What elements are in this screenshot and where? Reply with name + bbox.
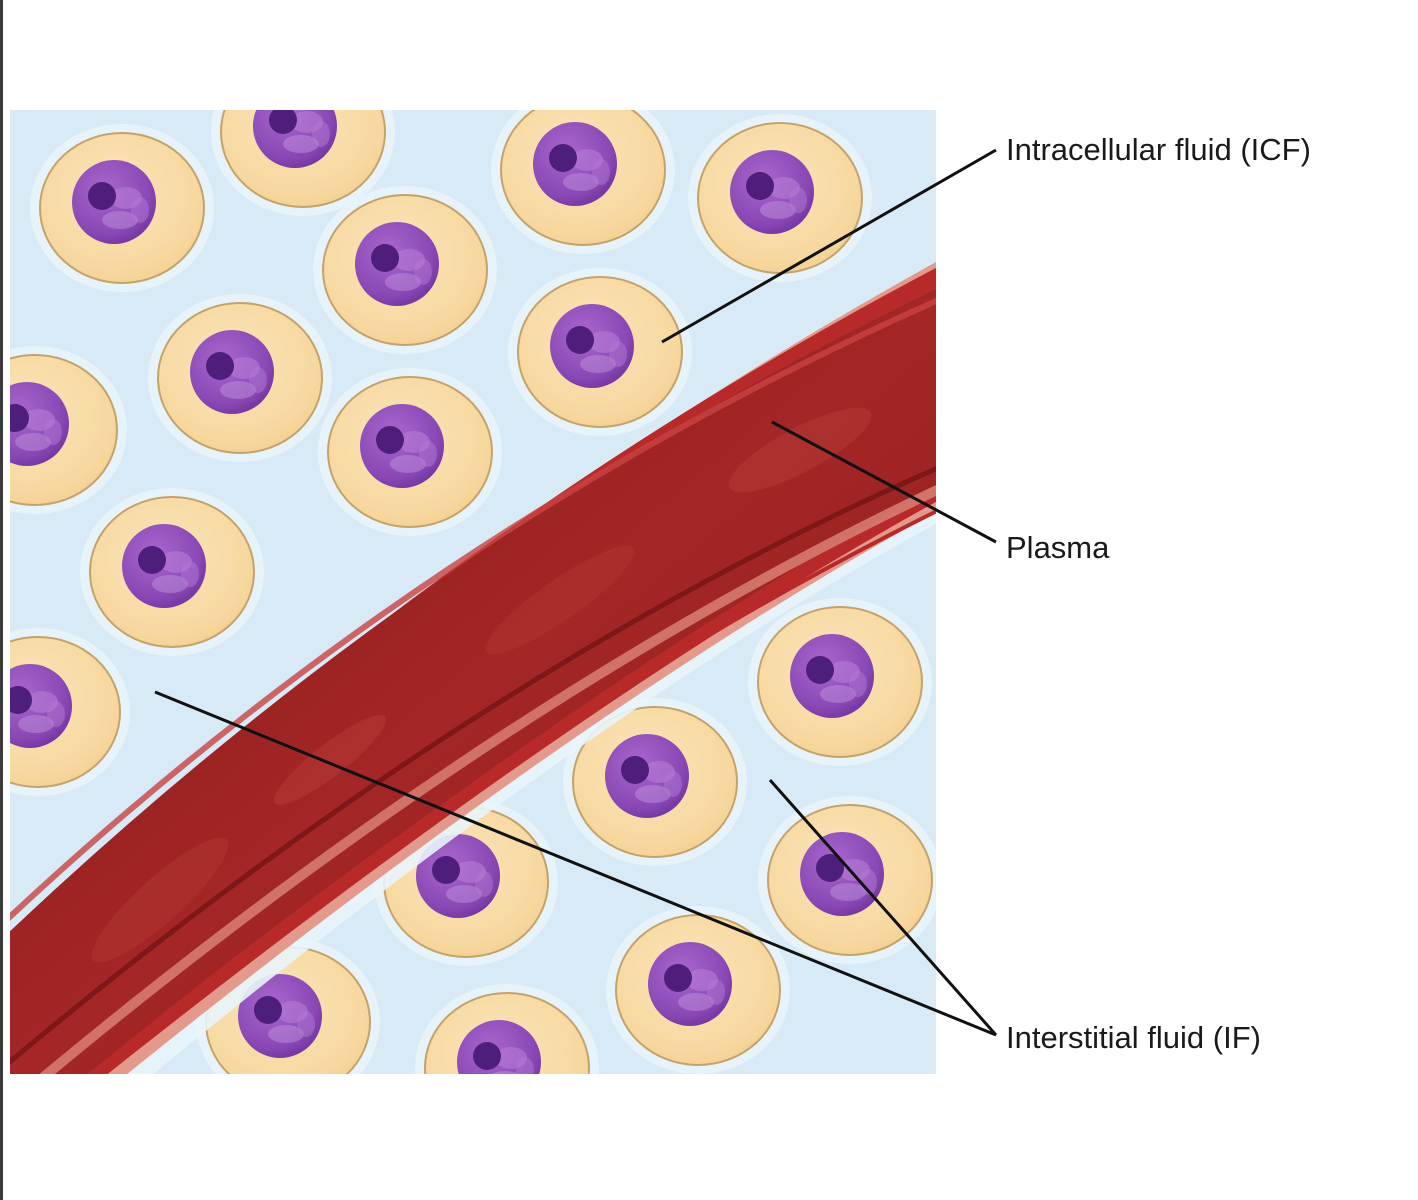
cell: [414, 983, 600, 1074]
leader-lines: [154, 148, 998, 1037]
if-leader-line-right: [768, 779, 998, 1036]
left-border-rule: [0, 0, 3, 1200]
cell: [29, 123, 215, 293]
cell: [147, 293, 333, 463]
blood-vessel: [10, 262, 936, 1074]
plasma-leader-line: [771, 420, 997, 544]
cell: [210, 110, 396, 217]
label-plasma: Plasma: [1006, 530, 1110, 565]
label-interstitial-fluid: Interstitial fluid (IF): [1006, 1020, 1261, 1055]
cell: [490, 110, 676, 255]
cell: [687, 113, 873, 283]
icf-leader-line: [661, 148, 997, 344]
cell: [747, 597, 933, 767]
cell: [605, 905, 791, 1074]
cell: [312, 185, 498, 355]
cell: [507, 267, 693, 437]
cell: [79, 487, 265, 657]
tissue-panel: [10, 110, 936, 1074]
if-leader-line-left: [154, 690, 997, 1037]
cell: [317, 367, 503, 537]
cell: [757, 795, 936, 965]
label-intracellular-fluid: Intracellular fluid (ICF): [1006, 132, 1311, 167]
